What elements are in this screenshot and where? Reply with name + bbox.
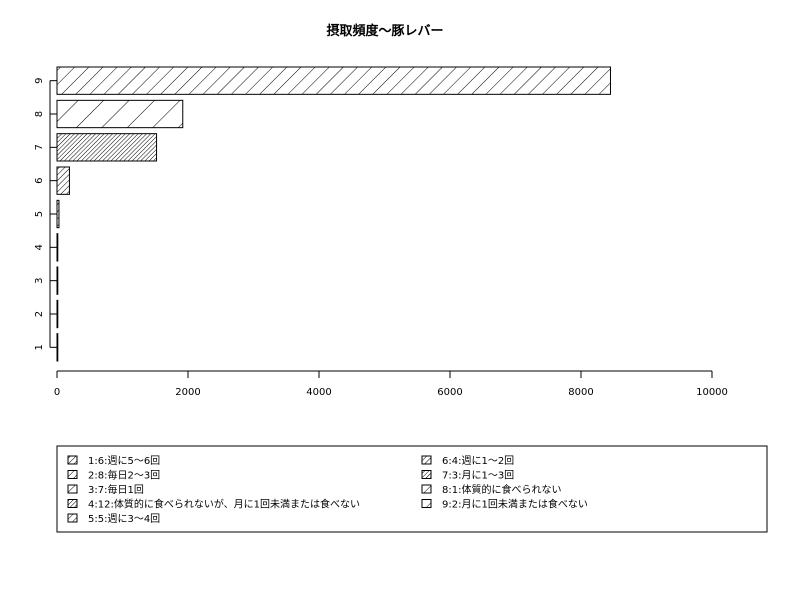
y-tick-label-9: 9 [34, 77, 45, 83]
legend-items: 1:6:週に5〜6回 2:8:毎日2〜3回3:7:毎日1回 4:12:体質的に食べら… [67, 455, 588, 525]
bar-2 [56, 299, 59, 329]
legend-swatch-8 [421, 484, 432, 494]
bar-3 [56, 266, 59, 295]
y-tick-label-3: 3 [34, 277, 45, 283]
y-tick-label-2: 2 [34, 311, 45, 317]
y-tick-label-8: 8 [34, 111, 45, 117]
bar-9 [56, 66, 611, 95]
bar-7 [56, 133, 158, 162]
y-tick-label-7: 7 [34, 144, 45, 150]
x-tick-label-0: 0 [54, 387, 60, 398]
x-tick-label-4000: 4000 [306, 387, 331, 398]
x-tick-label-8000: 8000 [568, 387, 593, 398]
bars-layer [56, 66, 611, 362]
bar-5 [56, 199, 60, 229]
chart-title: 摂取頻度〜豚レバー [326, 23, 443, 39]
legend-label-6: 6:4:週に1〜2回 [442, 455, 514, 467]
legend-swatch-1 [67, 455, 78, 465]
x-tick-label-10000: 10000 [696, 387, 728, 398]
x-tick-label-6000: 6000 [437, 387, 462, 398]
x-tick-label-2000: 2000 [175, 387, 200, 398]
legend: 1:6:週に5〜6回 2:8:毎日2〜3回3:7:毎日1回 4:12:体質的に食べら… [56, 445, 768, 533]
legend-swatch-5 [67, 513, 78, 523]
legend-label-9: 9:2:月に1回未満または食べない [442, 498, 588, 511]
bar-6 [56, 166, 70, 195]
legend-label-4: 4:12:体質的に食べられないが、月に1回未満または食べない [88, 498, 360, 511]
legend-swatch-3 [67, 484, 78, 494]
y-tick-label-6: 6 [34, 177, 45, 183]
legend-label-7: 7:3:月に1〜3回 [442, 470, 514, 482]
bar-8 [56, 99, 184, 129]
legend-label-5: 5:5:週に3〜4回 [88, 513, 160, 525]
y-tick-label-1: 1 [34, 344, 45, 350]
legend-swatch-6 [421, 455, 432, 465]
legend-label-3: 3:7:毎日1回 [88, 483, 144, 496]
y-tick-label-4: 4 [34, 244, 45, 250]
bar-4 [56, 233, 59, 262]
legend-label-8: 8:1:体質的に食べられない [442, 483, 561, 496]
legend-swatch-7 [421, 470, 432, 479]
plot-area: 1 2 3 4 5 6 7 8 9 0 2000 4000 6000 8000 10000 [34, 66, 728, 398]
legend-label-1: 1:6:週に5〜6回 [88, 455, 160, 467]
legend-box [56, 445, 768, 533]
y-axis: 1 2 3 4 5 6 7 8 9 [34, 77, 57, 351]
legend-swatch-2 [67, 470, 78, 479]
bar-1 [56, 333, 59, 362]
legend-swatch-9 [421, 499, 432, 508]
y-tick-label-5: 5 [34, 211, 45, 217]
legend-swatch-4 [67, 499, 78, 508]
legend-label-2: 2:8:毎日2〜3回 [88, 469, 160, 482]
x-axis: 0 2000 4000 6000 8000 10000 [54, 370, 728, 398]
